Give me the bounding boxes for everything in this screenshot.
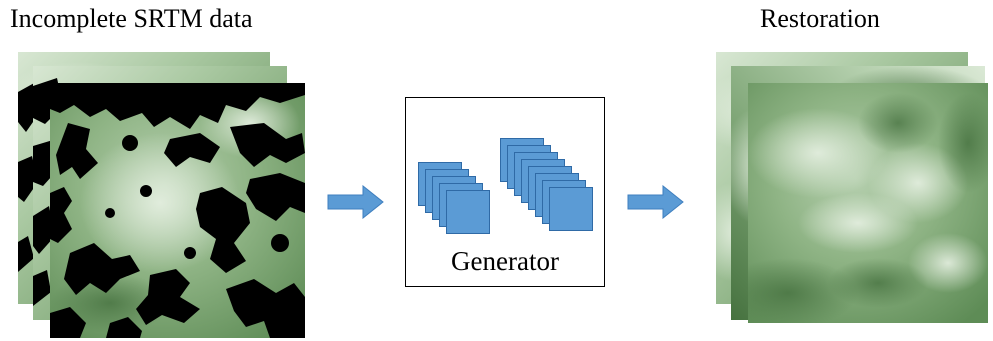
- output-tile-front: [748, 83, 988, 323]
- input-title: Incomplete SRTM data: [10, 4, 253, 33]
- output-title: Restoration: [760, 4, 880, 33]
- right-arrow-icon: [627, 184, 685, 224]
- right-arrow-icon: [327, 184, 385, 224]
- generator-label: Generator: [451, 246, 559, 276]
- feature-map-icon: [549, 187, 593, 231]
- input-tile-front: [50, 83, 305, 338]
- generator-box: Generator: [405, 97, 605, 287]
- feature-map-icon: [446, 190, 490, 234]
